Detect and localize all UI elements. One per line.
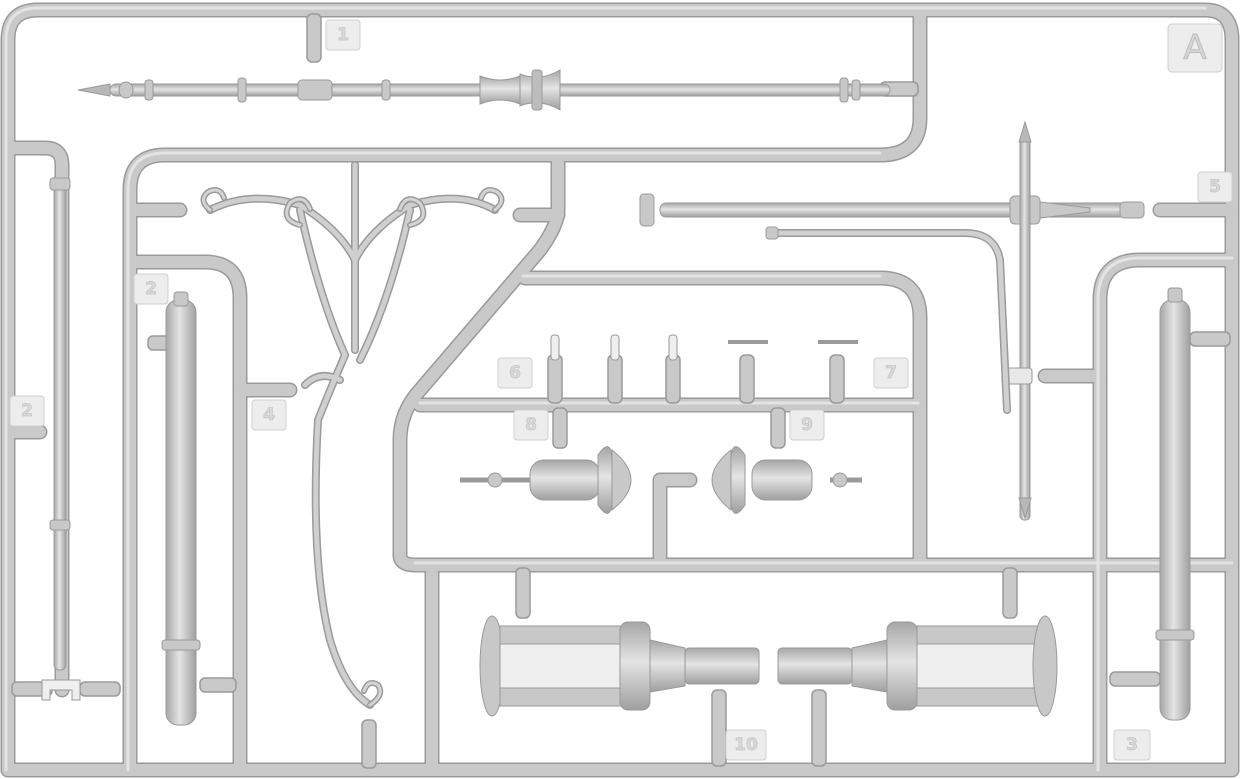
part-5-cross-pole — [639, 120, 1145, 521]
part-number-3: 3 — [1126, 735, 1138, 755]
part-10-lantern-right — [777, 615, 1058, 717]
part-number-10: 10 — [734, 735, 758, 755]
part-number-4: 4 — [263, 405, 275, 425]
part-number-8: 8 — [525, 415, 537, 435]
part-number-1: 1 — [337, 25, 349, 45]
part-4-ornate-bracket — [200, 161, 505, 709]
part-2-rod — [41, 177, 81, 701]
part-8-lamp-head-left — [460, 446, 632, 514]
part-1-pole — [77, 69, 891, 111]
part-10-lantern-left — [479, 615, 760, 717]
part-number-7: 7 — [885, 363, 897, 383]
part-number-9: 9 — [801, 415, 813, 435]
sprue-letter: A — [1183, 28, 1206, 68]
part-6-7-pins — [550, 334, 858, 361]
part-number-5: 5 — [1209, 177, 1221, 197]
part-tall-cylinder-left — [161, 291, 201, 726]
part-number-6: 6 — [509, 363, 521, 383]
part-9-lamp-head-right — [711, 446, 862, 514]
number-tags — [9, 19, 1233, 761]
part-number-2a: 2 — [21, 401, 33, 421]
part-number-2b: 2 — [145, 279, 157, 299]
part-3-tall-cylinder-right — [1155, 287, 1195, 721]
